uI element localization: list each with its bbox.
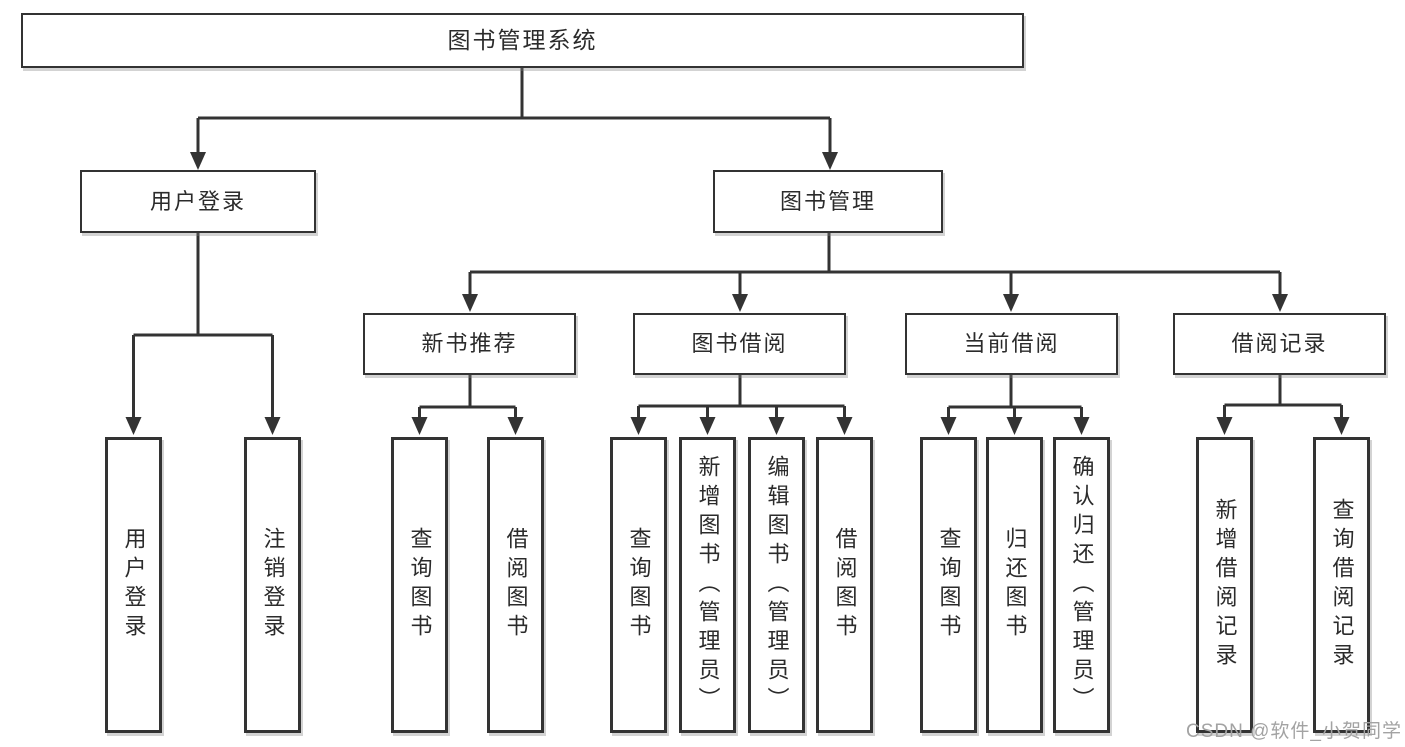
leaf-query-books-current: 查询图书: [920, 437, 977, 733]
leaf-confirm-return-admin: 确认归还（管理员）: [1053, 437, 1110, 733]
leaf-label: 查询图书: [407, 527, 433, 643]
node-user-login: 用户登录: [80, 170, 316, 233]
leaf-label: 确认归还（管理员）: [1069, 454, 1095, 716]
node-label: 图书借阅: [691, 331, 788, 356]
leaf-add-books-admin: 新增图书（管理员）: [679, 437, 736, 733]
leaf-label: 归还图书: [1002, 527, 1028, 643]
leaf-edit-books-admin: 编辑图书（管理员）: [748, 437, 805, 733]
node-label: 用户登录: [149, 188, 246, 214]
node-label: 图书管理系统: [447, 27, 598, 53]
leaf-borrow-books-recommend: 借阅图书: [487, 437, 544, 733]
leaf-label: 借阅图书: [503, 527, 529, 643]
leaf-label: 注销登录: [260, 527, 286, 643]
node-root-system: 图书管理系统: [21, 13, 1024, 68]
node-borrow-records: 借阅记录: [1173, 313, 1386, 375]
leaf-user-login: 用户登录: [105, 437, 162, 733]
leaf-query-books-borrow: 查询图书: [610, 437, 667, 733]
leaf-logout: 注销登录: [244, 437, 301, 733]
leaf-add-borrow-record: 新增借阅记录: [1196, 437, 1253, 733]
leaf-return-books: 归还图书: [986, 437, 1043, 733]
node-label: 借阅记录: [1231, 331, 1328, 356]
leaf-borrow-books: 借阅图书: [816, 437, 873, 733]
leaf-label: 借阅图书: [832, 527, 858, 643]
node-label: 图书管理: [779, 188, 876, 214]
node-label: 新书推荐: [421, 331, 518, 356]
leaf-label: 新增图书（管理员）: [695, 454, 721, 716]
node-book-borrow: 图书借阅: [633, 313, 846, 375]
leaf-label: 新增借阅记录: [1212, 498, 1238, 672]
leaf-label: 查询图书: [626, 527, 652, 643]
leaf-label: 查询图书: [936, 527, 962, 643]
node-new-book-recommend: 新书推荐: [363, 313, 576, 375]
node-current-borrow: 当前借阅: [905, 313, 1118, 375]
node-book-management: 图书管理: [713, 170, 943, 233]
leaf-label: 查询借阅记录: [1329, 498, 1355, 672]
leaf-label: 用户登录: [121, 527, 147, 643]
leaf-label: 编辑图书（管理员）: [764, 454, 790, 716]
node-label: 当前借阅: [963, 331, 1060, 356]
leaf-query-borrow-record: 查询借阅记录: [1313, 437, 1370, 733]
leaf-query-books-recommend: 查询图书: [391, 437, 448, 733]
csdn-watermark: CSDN @软件_小贺同学: [1186, 721, 1402, 742]
